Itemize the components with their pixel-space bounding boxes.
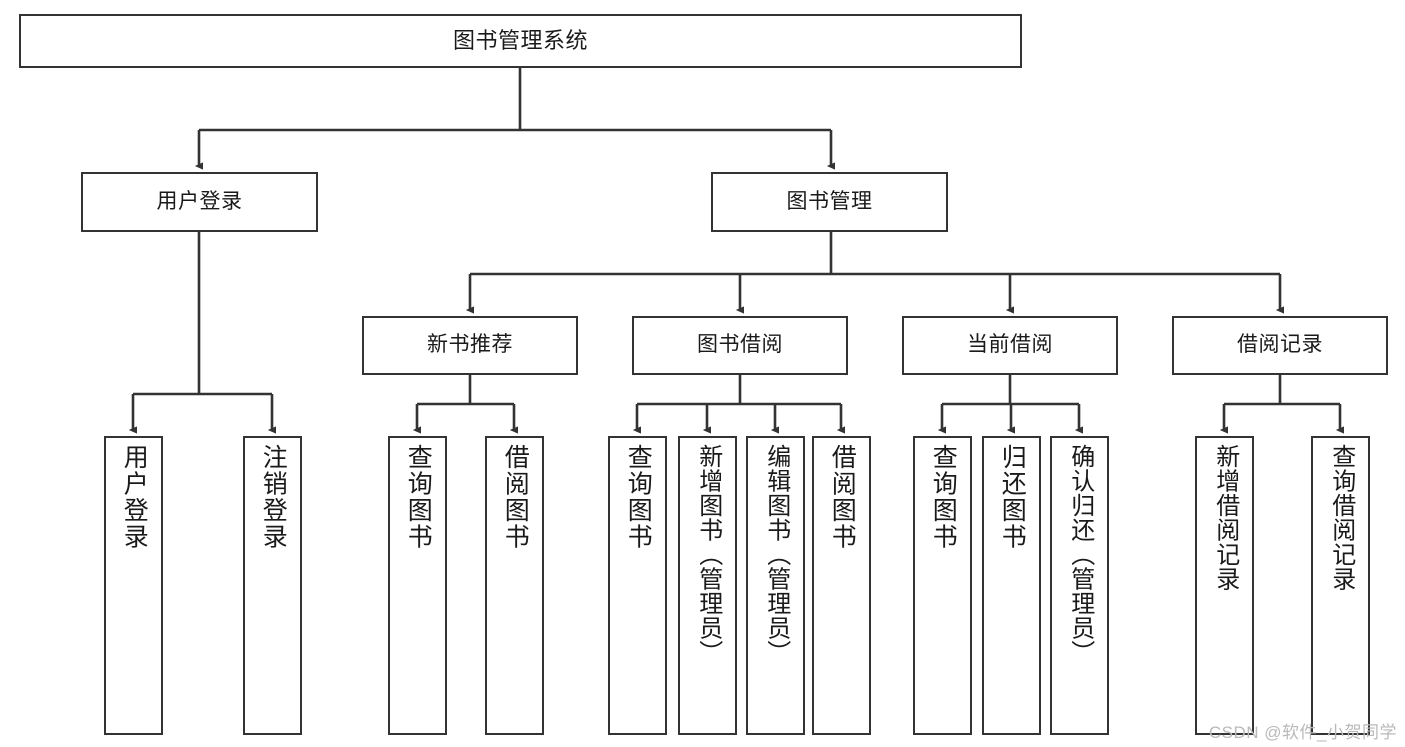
node-label: 归还图书: [998, 444, 1027, 550]
node-label: 借阅图书: [501, 444, 530, 550]
node-leaf-query-record[interactable]: 查询借阅记录: [1311, 436, 1370, 735]
node-label: 注销登录: [259, 444, 288, 550]
watermark-text: CSDN @软件_小贺同学: [1208, 723, 1397, 742]
node-label: 新增借阅记录: [1211, 444, 1239, 591]
node-leaf-add-book[interactable]: 新增图书（管理员）: [678, 436, 737, 735]
node-leaf-query-book-2[interactable]: 查询图书: [608, 436, 667, 735]
node-book-borrow[interactable]: 图书借阅: [632, 316, 848, 375]
node-leaf-add-record[interactable]: 新增借阅记录: [1195, 436, 1254, 735]
node-current-borrow[interactable]: 当前借阅: [902, 316, 1118, 375]
node-label: 查询借阅记录: [1327, 444, 1355, 591]
node-leaf-confirm-return[interactable]: 确认归还（管理员）: [1050, 436, 1109, 735]
node-label: 查询图书: [404, 444, 433, 550]
node-user-login[interactable]: 用户登录: [81, 172, 318, 232]
node-leaf-return-book[interactable]: 归还图书: [982, 436, 1041, 735]
node-borrow-record[interactable]: 借阅记录: [1172, 316, 1388, 375]
node-new-book-recommend[interactable]: 新书推荐: [362, 316, 578, 375]
node-label: 借阅图书: [828, 444, 857, 550]
node-leaf-logout-login[interactable]: 注销登录: [243, 436, 302, 735]
node-label: 图书管理: [786, 189, 873, 213]
node-label: 借阅记录: [1237, 333, 1323, 357]
node-leaf-query-book-1[interactable]: 查询图书: [388, 436, 447, 735]
node-leaf-user-login[interactable]: 用户登录: [104, 436, 163, 735]
node-label: 新书推荐: [427, 333, 513, 357]
node-label: 查询图书: [624, 444, 653, 550]
node-label: 编辑图书（管理员）: [762, 444, 790, 665]
node-book-management[interactable]: 图书管理: [711, 172, 948, 232]
node-leaf-borrow-book-2[interactable]: 借阅图书: [812, 436, 871, 735]
node-label: 查询图书: [929, 444, 958, 550]
node-leaf-query-book-3[interactable]: 查询图书: [913, 436, 972, 735]
node-label: 用户登录: [156, 189, 243, 213]
node-root-book-management-system[interactable]: 图书管理系统: [19, 14, 1022, 68]
node-label: 当前借阅: [967, 333, 1053, 357]
node-leaf-edit-book[interactable]: 编辑图书（管理员）: [746, 436, 805, 735]
node-label: 新增图书（管理员）: [694, 444, 722, 665]
node-label: 用户登录: [120, 444, 149, 550]
node-label: 确认归还（管理员）: [1066, 444, 1094, 665]
node-leaf-borrow-book-1[interactable]: 借阅图书: [485, 436, 544, 735]
node-label: 图书借阅: [697, 333, 783, 357]
node-label: 图书管理系统: [452, 28, 588, 54]
